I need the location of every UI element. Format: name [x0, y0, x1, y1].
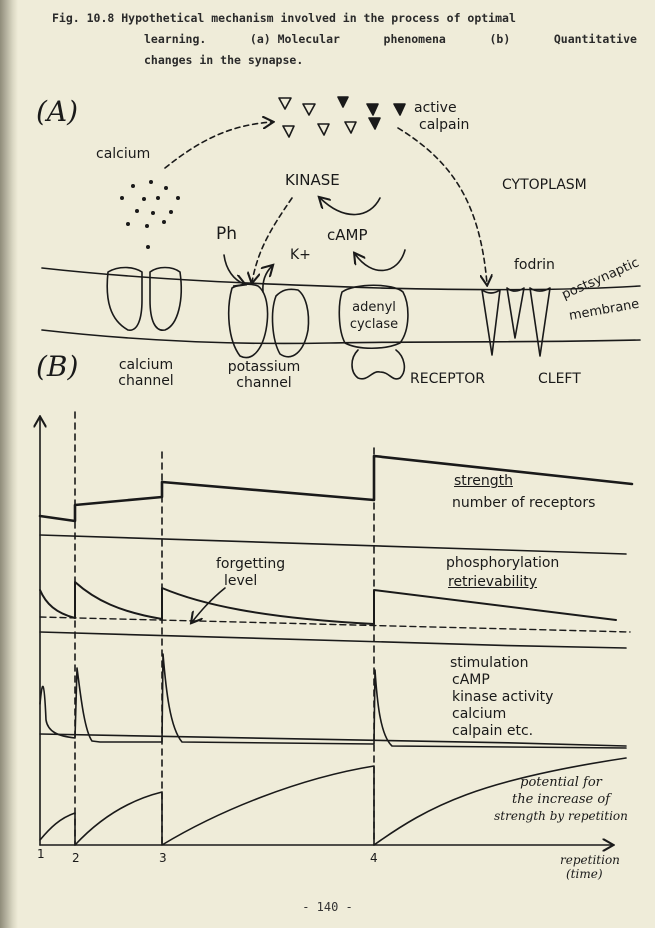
caption-word-molecular: (a) Molecular — [249, 32, 340, 46]
caption-line-1: Fig. 10.8 Hypothetical mechanism involve… — [52, 11, 516, 25]
label-potassium-channel-2: channel — [236, 375, 292, 391]
label-potential-2: the increase of — [511, 792, 611, 807]
stimulation-curve — [39, 653, 627, 749]
receptor — [351, 349, 406, 380]
calpain-to-fodrin-arrow — [397, 127, 487, 284]
label-active: active — [414, 100, 457, 116]
label-forgetting: forgetting — [216, 556, 286, 572]
label-strength: strength — [454, 473, 513, 489]
caption-line-2: learning. (a) Molecular phenomena (b) Qu… — [52, 29, 637, 50]
label-repetition: repetition — [560, 853, 620, 867]
label-cytoplasm: CYTOPLASM — [502, 177, 587, 193]
caption-word-b: (b) — [489, 32, 511, 46]
label-adenyl: adenyl — [352, 300, 396, 315]
page-number: - 140 - — [302, 900, 353, 914]
caption-word-learning: learning. — [144, 32, 207, 46]
page-binding-shadow — [0, 0, 18, 928]
adenyl-cyclase — [338, 284, 409, 350]
fodrin-spike-1 — [481, 289, 501, 356]
repetition-tick-3: 3 — [159, 851, 167, 865]
label-time: (time) — [566, 867, 603, 881]
label-calcium-channel-2: channel — [118, 373, 174, 389]
label-potassium-channel-1: potassium — [227, 359, 301, 375]
label-potential-1: potential for — [520, 775, 602, 790]
caption-line-3: changes in the synapse. — [144, 53, 304, 67]
label-calcium-channel-1: calcium — [118, 357, 174, 373]
label-camp-b: cAMP — [452, 672, 490, 688]
label-cleft: CLEFT — [538, 371, 581, 387]
potential-curve — [39, 757, 627, 846]
label-level: level — [224, 573, 258, 589]
label-phosphorylation: phosphorylation — [446, 555, 560, 571]
panel-b-letter: (B) — [36, 350, 79, 383]
label-retrievability: retrievability — [448, 574, 538, 590]
label-receptor: RECEPTOR — [410, 371, 485, 387]
kplus-arrow — [263, 266, 272, 293]
potassium-channel-left — [227, 283, 269, 359]
repetition-tick-4: 4 — [370, 851, 378, 865]
phosphorylation-curve — [39, 581, 617, 625]
calcium-to-calpain-arrow — [164, 122, 272, 169]
label-potential-3: strength by repetition — [494, 809, 628, 823]
separator-1 — [39, 534, 627, 555]
label-kinase: KINASE — [285, 171, 340, 189]
label-kinase-activity: kinase activity — [452, 689, 554, 705]
ph-arrow — [223, 254, 244, 284]
kinase-to-channel-arrow — [252, 197, 293, 282]
label-fodrin: fodrin — [514, 257, 555, 273]
fodrin-spike-3 — [529, 287, 551, 357]
calcium-dots — [120, 180, 180, 249]
fodrin-spike-2 — [506, 287, 525, 339]
label-calpain-etc: calpain etc. — [452, 723, 534, 739]
cyclase-to-camp-arrow — [355, 249, 406, 272]
label-number-of-receptors: number of receptors — [452, 495, 596, 511]
label-ph: Ph — [216, 224, 238, 244]
label-camp: cAMP — [327, 226, 368, 244]
membrane-upper-line — [41, 267, 641, 291]
label-calcium-b: calcium — [452, 706, 507, 722]
figure-caption: Fig. 10.8 Hypothetical mechanism involve… — [52, 8, 637, 71]
label-calpain: calpain — [419, 117, 470, 133]
calpain-triangles — [278, 96, 406, 138]
label-cyclase: cyclase — [349, 317, 399, 332]
caption-word-quantitative: Quantitative — [553, 32, 637, 46]
separator-2 — [39, 631, 627, 649]
label-stimulation: stimulation — [450, 655, 529, 671]
caption-word-phenomena: phenomena — [383, 32, 446, 46]
repetition-tick-2: 2 — [72, 851, 80, 865]
separator-3 — [39, 733, 627, 747]
forgetting-level-line — [39, 616, 631, 633]
forgetting-arrow — [192, 587, 226, 622]
calcium-channel-left — [106, 266, 143, 331]
potassium-channel-right — [271, 288, 310, 358]
label-calcium: calcium — [96, 146, 151, 162]
strength-curve — [38, 454, 634, 523]
calcium-channel-right — [149, 266, 183, 331]
repetition-tick-1: 1 — [37, 847, 45, 861]
panel-a-letter: (A) — [36, 95, 79, 128]
label-kplus: K+ — [290, 247, 311, 263]
camp-to-kinase-arrow — [320, 198, 381, 216]
